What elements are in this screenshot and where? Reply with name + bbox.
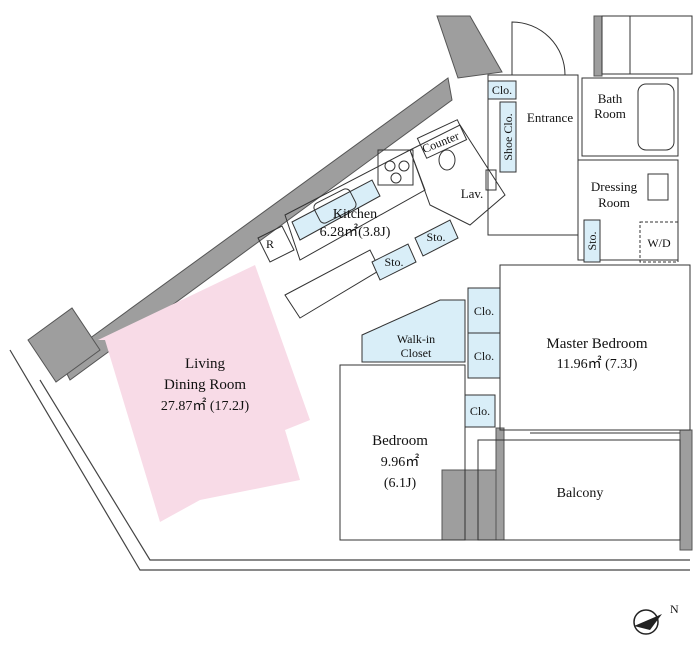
closet-label: Clo.	[474, 349, 494, 363]
kitchen-area: 6.28㎡(3.8J)	[320, 224, 391, 240]
living-label-2: Dining Room	[164, 377, 246, 393]
living-label-1: Living	[185, 356, 225, 372]
master-bedroom-name: Master Bedroom	[546, 336, 648, 352]
exterior-window-line	[39, 379, 690, 561]
column-bottom	[441, 469, 499, 541]
closet-label: Clo.	[474, 304, 494, 318]
wash-basin-icon	[485, 169, 497, 191]
lav-name: Lav.	[461, 186, 484, 201]
wall-bedroom-balcony	[495, 427, 505, 541]
column-left	[27, 307, 101, 383]
shoe-closet	[499, 101, 517, 173]
walk-in-label-1: Walk-in	[397, 332, 435, 346]
master-bedroom-area: 11.96㎡ (7.3J)	[557, 356, 638, 372]
top-right-storage	[601, 15, 693, 75]
kitchen-name: Kitchen	[333, 207, 377, 222]
washer-dryer-label: W/D	[647, 236, 671, 250]
column-top	[436, 15, 503, 79]
dressing-room	[577, 159, 679, 261]
washer-dryer	[639, 221, 679, 263]
storage-2	[414, 219, 459, 257]
bedroom-area: 9.96㎡	[381, 454, 420, 470]
burner-icon	[390, 172, 402, 184]
storage-dressing	[583, 219, 601, 263]
living-dining-area	[98, 265, 310, 522]
storage-1	[371, 243, 417, 281]
bath-label-1: Bath	[598, 91, 623, 106]
compass-north-label: N	[670, 602, 679, 616]
closet-label: Clo.	[492, 83, 512, 97]
exterior-window-line-2	[9, 349, 690, 571]
shoe-closet-label: Shoe Clo.	[501, 113, 515, 160]
lav-counter	[416, 119, 468, 159]
bedroom-jo: (6.1J)	[384, 476, 417, 491]
bedroom-closet	[464, 394, 496, 428]
closet-entrance	[487, 80, 517, 100]
wall-right-balcony	[679, 429, 693, 551]
entrance-name: Entrance	[527, 110, 573, 125]
toilet-icon	[438, 149, 456, 171]
walk-in-label-2: Closet	[401, 346, 432, 360]
bedroom	[339, 364, 466, 541]
storage-label: Sto.	[384, 255, 403, 269]
stove-icon	[377, 149, 414, 186]
living-area: 27.87㎡ (17.2J)	[161, 398, 250, 414]
storage-label: Sto.	[426, 230, 445, 244]
refrigerator	[257, 225, 295, 263]
dressing-label-2: Room	[598, 195, 630, 210]
kitchen-sink-area	[291, 179, 381, 241]
wall-top-right	[593, 15, 603, 77]
fridge-label: R	[266, 237, 274, 251]
dressing-label-1: Dressing	[591, 179, 638, 194]
burner-icon	[398, 160, 410, 172]
storage-label: Sto.	[585, 231, 599, 250]
balcony	[477, 439, 681, 541]
entrance-door	[511, 21, 566, 76]
bath-label-2: Room	[594, 106, 626, 121]
kitchen-island	[284, 249, 381, 319]
bath-room	[581, 77, 679, 157]
balcony-name: Balcony	[557, 486, 604, 501]
burner-icon	[384, 160, 396, 172]
bathtub-icon	[637, 83, 675, 151]
bedroom-name: Bedroom	[372, 433, 428, 449]
closet-label: Clo.	[470, 404, 490, 418]
sink-icon	[313, 188, 357, 224]
walk-in-closet	[361, 299, 466, 363]
compass-icon: N	[633, 602, 679, 635]
washbasin-icon	[647, 173, 669, 201]
entrance-area	[487, 74, 579, 236]
